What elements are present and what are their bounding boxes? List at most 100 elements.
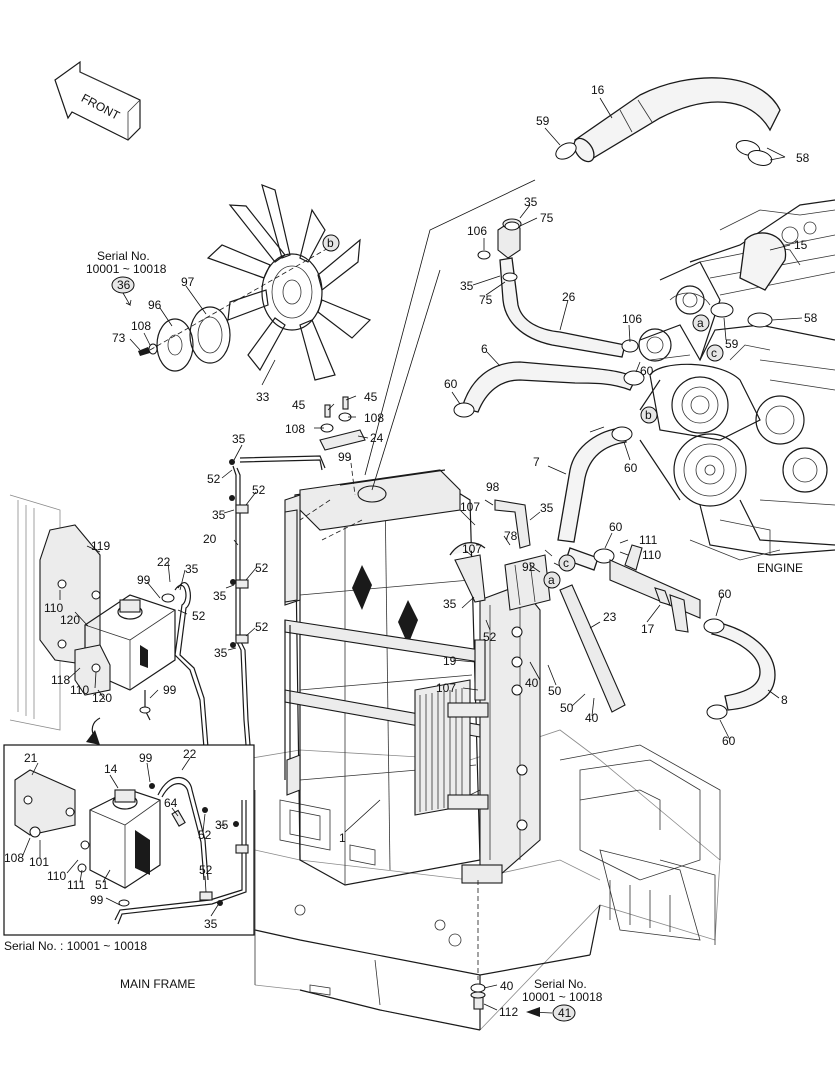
callout-106: 106 — [622, 312, 642, 326]
callout-60: 60 — [640, 364, 654, 378]
callout-52: 52 — [252, 483, 266, 497]
callout-52: 52 — [207, 472, 221, 486]
serial-top-range: 10001 ~ 10018 — [86, 262, 167, 276]
callout-106: 106 — [467, 224, 487, 238]
callout-numbers: 16 59 58 35 75 106 15 35 26 75 106 58 59… — [4, 83, 818, 1019]
callout-112: 112 — [499, 1005, 518, 1019]
callout-120: 120 — [92, 691, 112, 705]
callout-78: 78 — [504, 529, 518, 543]
callout-6: 6 — [481, 342, 488, 356]
serial-bottom-ref: 41 — [558, 1006, 572, 1020]
marker-a-radiator: a — [543, 571, 561, 589]
callout-35: 35 — [540, 501, 554, 515]
serial-top-ref: 36 — [117, 278, 131, 292]
callout-35: 35 — [443, 597, 457, 611]
callout-110: 110 — [44, 601, 63, 615]
callout-99: 99 — [139, 751, 153, 765]
callout-73: 73 — [112, 331, 126, 345]
callout-23: 23 — [603, 610, 617, 624]
callout-20: 20 — [203, 532, 217, 546]
callout-40: 40 — [585, 711, 599, 725]
callout-92: 92 — [522, 560, 536, 574]
callout-107: 107 — [436, 681, 456, 695]
callout-leaders — [22, 97, 803, 1011]
callout-50: 50 — [548, 684, 562, 698]
callout-99: 99 — [338, 450, 352, 464]
marker-c-engine: c — [706, 344, 724, 362]
hoses — [461, 77, 787, 711]
coolant-reservoir — [39, 524, 210, 761]
callout-52: 52 — [255, 561, 269, 575]
callout-108: 108 — [4, 851, 24, 865]
main-frame-label: MAIN FRAME — [120, 977, 195, 991]
callout-35: 35 — [213, 589, 227, 603]
svg-text:a: a — [548, 573, 555, 587]
connection-markers: b b a a c c — [322, 234, 724, 589]
callout-16: 16 — [591, 83, 605, 97]
callout-99: 99 — [137, 573, 151, 587]
callout-22: 22 — [183, 747, 197, 761]
callout-45: 45 — [364, 390, 378, 404]
callout-107: 107 — [460, 500, 480, 514]
callout-52: 52 — [255, 620, 269, 634]
callout-1: 1 — [339, 831, 346, 845]
callout-111: 111 — [639, 533, 658, 547]
callout-52: 52 — [483, 630, 497, 644]
callout-119: 119 — [91, 539, 110, 553]
callout-108: 108 — [131, 319, 151, 333]
mount-bolt — [470, 983, 486, 1010]
serial-note-bottom: Serial No. 10001 ~ 10018 41 — [522, 977, 603, 1022]
callout-35: 35 — [232, 432, 246, 446]
callout-101: 101 — [29, 855, 49, 869]
callout-24: 24 — [370, 431, 384, 445]
inset-serial-box: Serial No. : 10001 ~ 10018 — [3, 717, 255, 953]
callout-19: 19 — [443, 654, 457, 668]
callout-120: 120 — [60, 613, 80, 627]
callout-96: 96 — [148, 298, 162, 312]
svg-text:b: b — [327, 236, 334, 250]
callout-64: 64 — [164, 796, 178, 810]
callout-99: 99 — [90, 893, 104, 907]
callout-52: 52 — [192, 609, 206, 623]
serial-note-top: Serial No. 10001 ~ 10018 36 — [86, 249, 167, 306]
callout-33: 33 — [256, 390, 270, 404]
callout-45: 45 — [292, 398, 306, 412]
inset-caption: Serial No. : 10001 ~ 10018 — [4, 939, 147, 953]
callout-111: 111 — [67, 878, 86, 892]
callout-110: 110 — [47, 869, 66, 883]
fan-spacer — [138, 246, 331, 372]
marker-b-fan: b — [322, 234, 340, 252]
callout-110: 110 — [70, 683, 89, 697]
callout-108: 108 — [285, 422, 305, 436]
serial-top-title: Serial No. — [97, 249, 150, 263]
callout-35: 35 — [524, 195, 538, 209]
svg-text:c: c — [563, 556, 569, 570]
svg-text:b: b — [645, 408, 652, 422]
dashed-guides — [299, 179, 536, 980]
radiator-assembly — [229, 396, 701, 886]
svg-text:c: c — [711, 346, 717, 360]
callout-75: 75 — [540, 211, 554, 225]
callout-59: 59 — [725, 337, 739, 351]
callout-60: 60 — [624, 461, 638, 475]
callout-22: 22 — [157, 555, 171, 569]
callout-58: 58 — [796, 151, 810, 165]
marker-c-radiator: c — [558, 554, 576, 572]
callout-40: 40 — [500, 979, 514, 993]
callout-35: 35 — [460, 279, 474, 293]
callout-52: 52 — [199, 863, 213, 877]
callout-40: 40 — [525, 676, 539, 690]
engine-drawing: ENGINE — [638, 199, 835, 575]
callout-98: 98 — [486, 480, 500, 494]
callout-75: 75 — [479, 293, 493, 307]
callout-60: 60 — [444, 377, 458, 391]
callout-35: 35 — [212, 508, 226, 522]
callout-60: 60 — [609, 520, 623, 534]
svg-text:a: a — [697, 316, 704, 330]
callout-35: 35 — [185, 562, 199, 576]
callout-59: 59 — [536, 114, 550, 128]
callout-35: 35 — [204, 917, 218, 931]
callout-21: 21 — [24, 751, 38, 765]
callout-110: 110 — [642, 548, 661, 562]
